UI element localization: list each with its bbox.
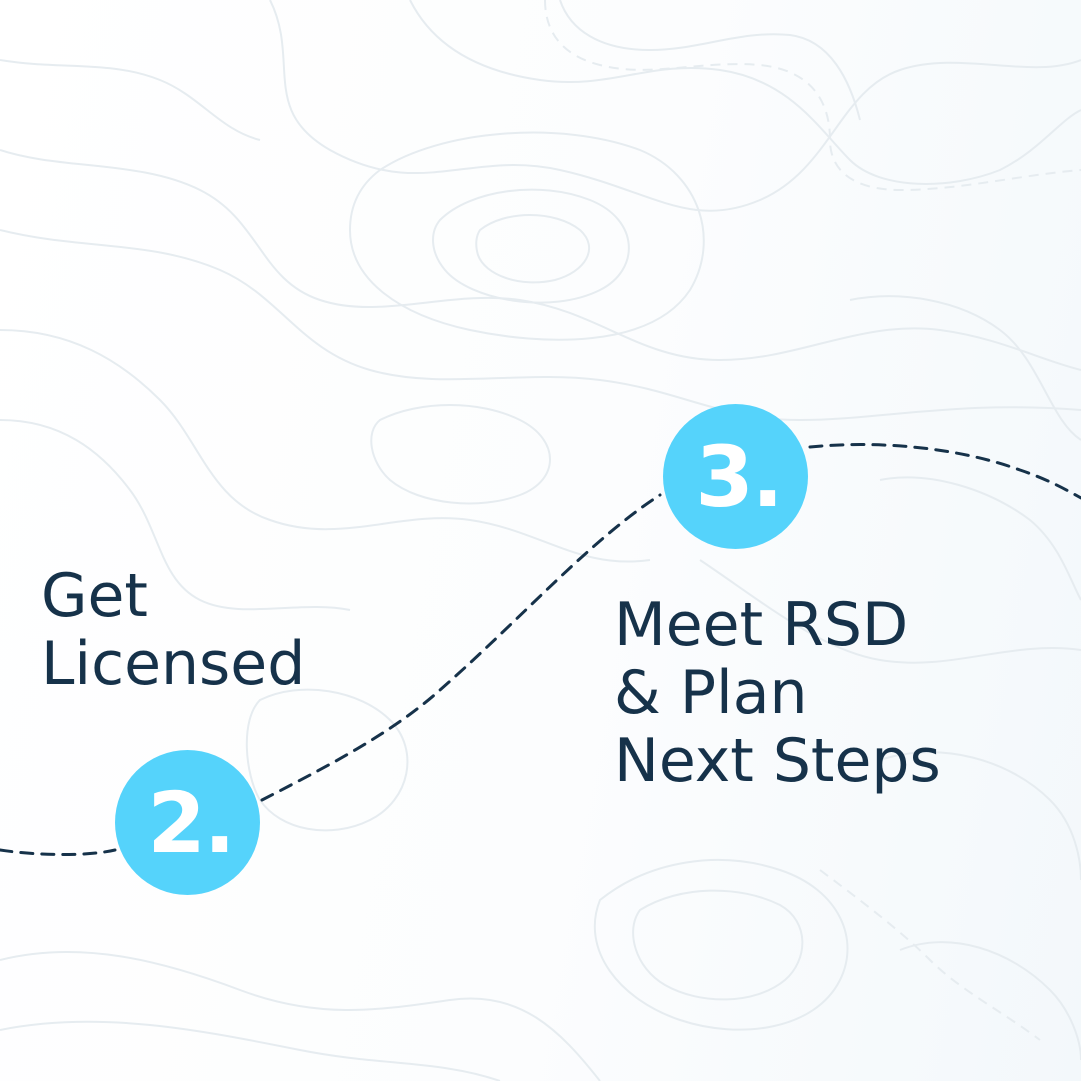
step-2-number: 2. bbox=[147, 773, 235, 872]
step-3-number: 3. bbox=[695, 427, 783, 526]
journey-dashed-path bbox=[0, 443, 1081, 856]
step-2-badge: 2. bbox=[115, 750, 260, 895]
step-2-label: Get Licensed bbox=[41, 561, 306, 699]
step-3-badge: 3. bbox=[663, 404, 808, 549]
contour-dashed-lines bbox=[544, 0, 1081, 1041]
step-3-label: Meet RSD & Plan Next Steps bbox=[614, 590, 941, 796]
